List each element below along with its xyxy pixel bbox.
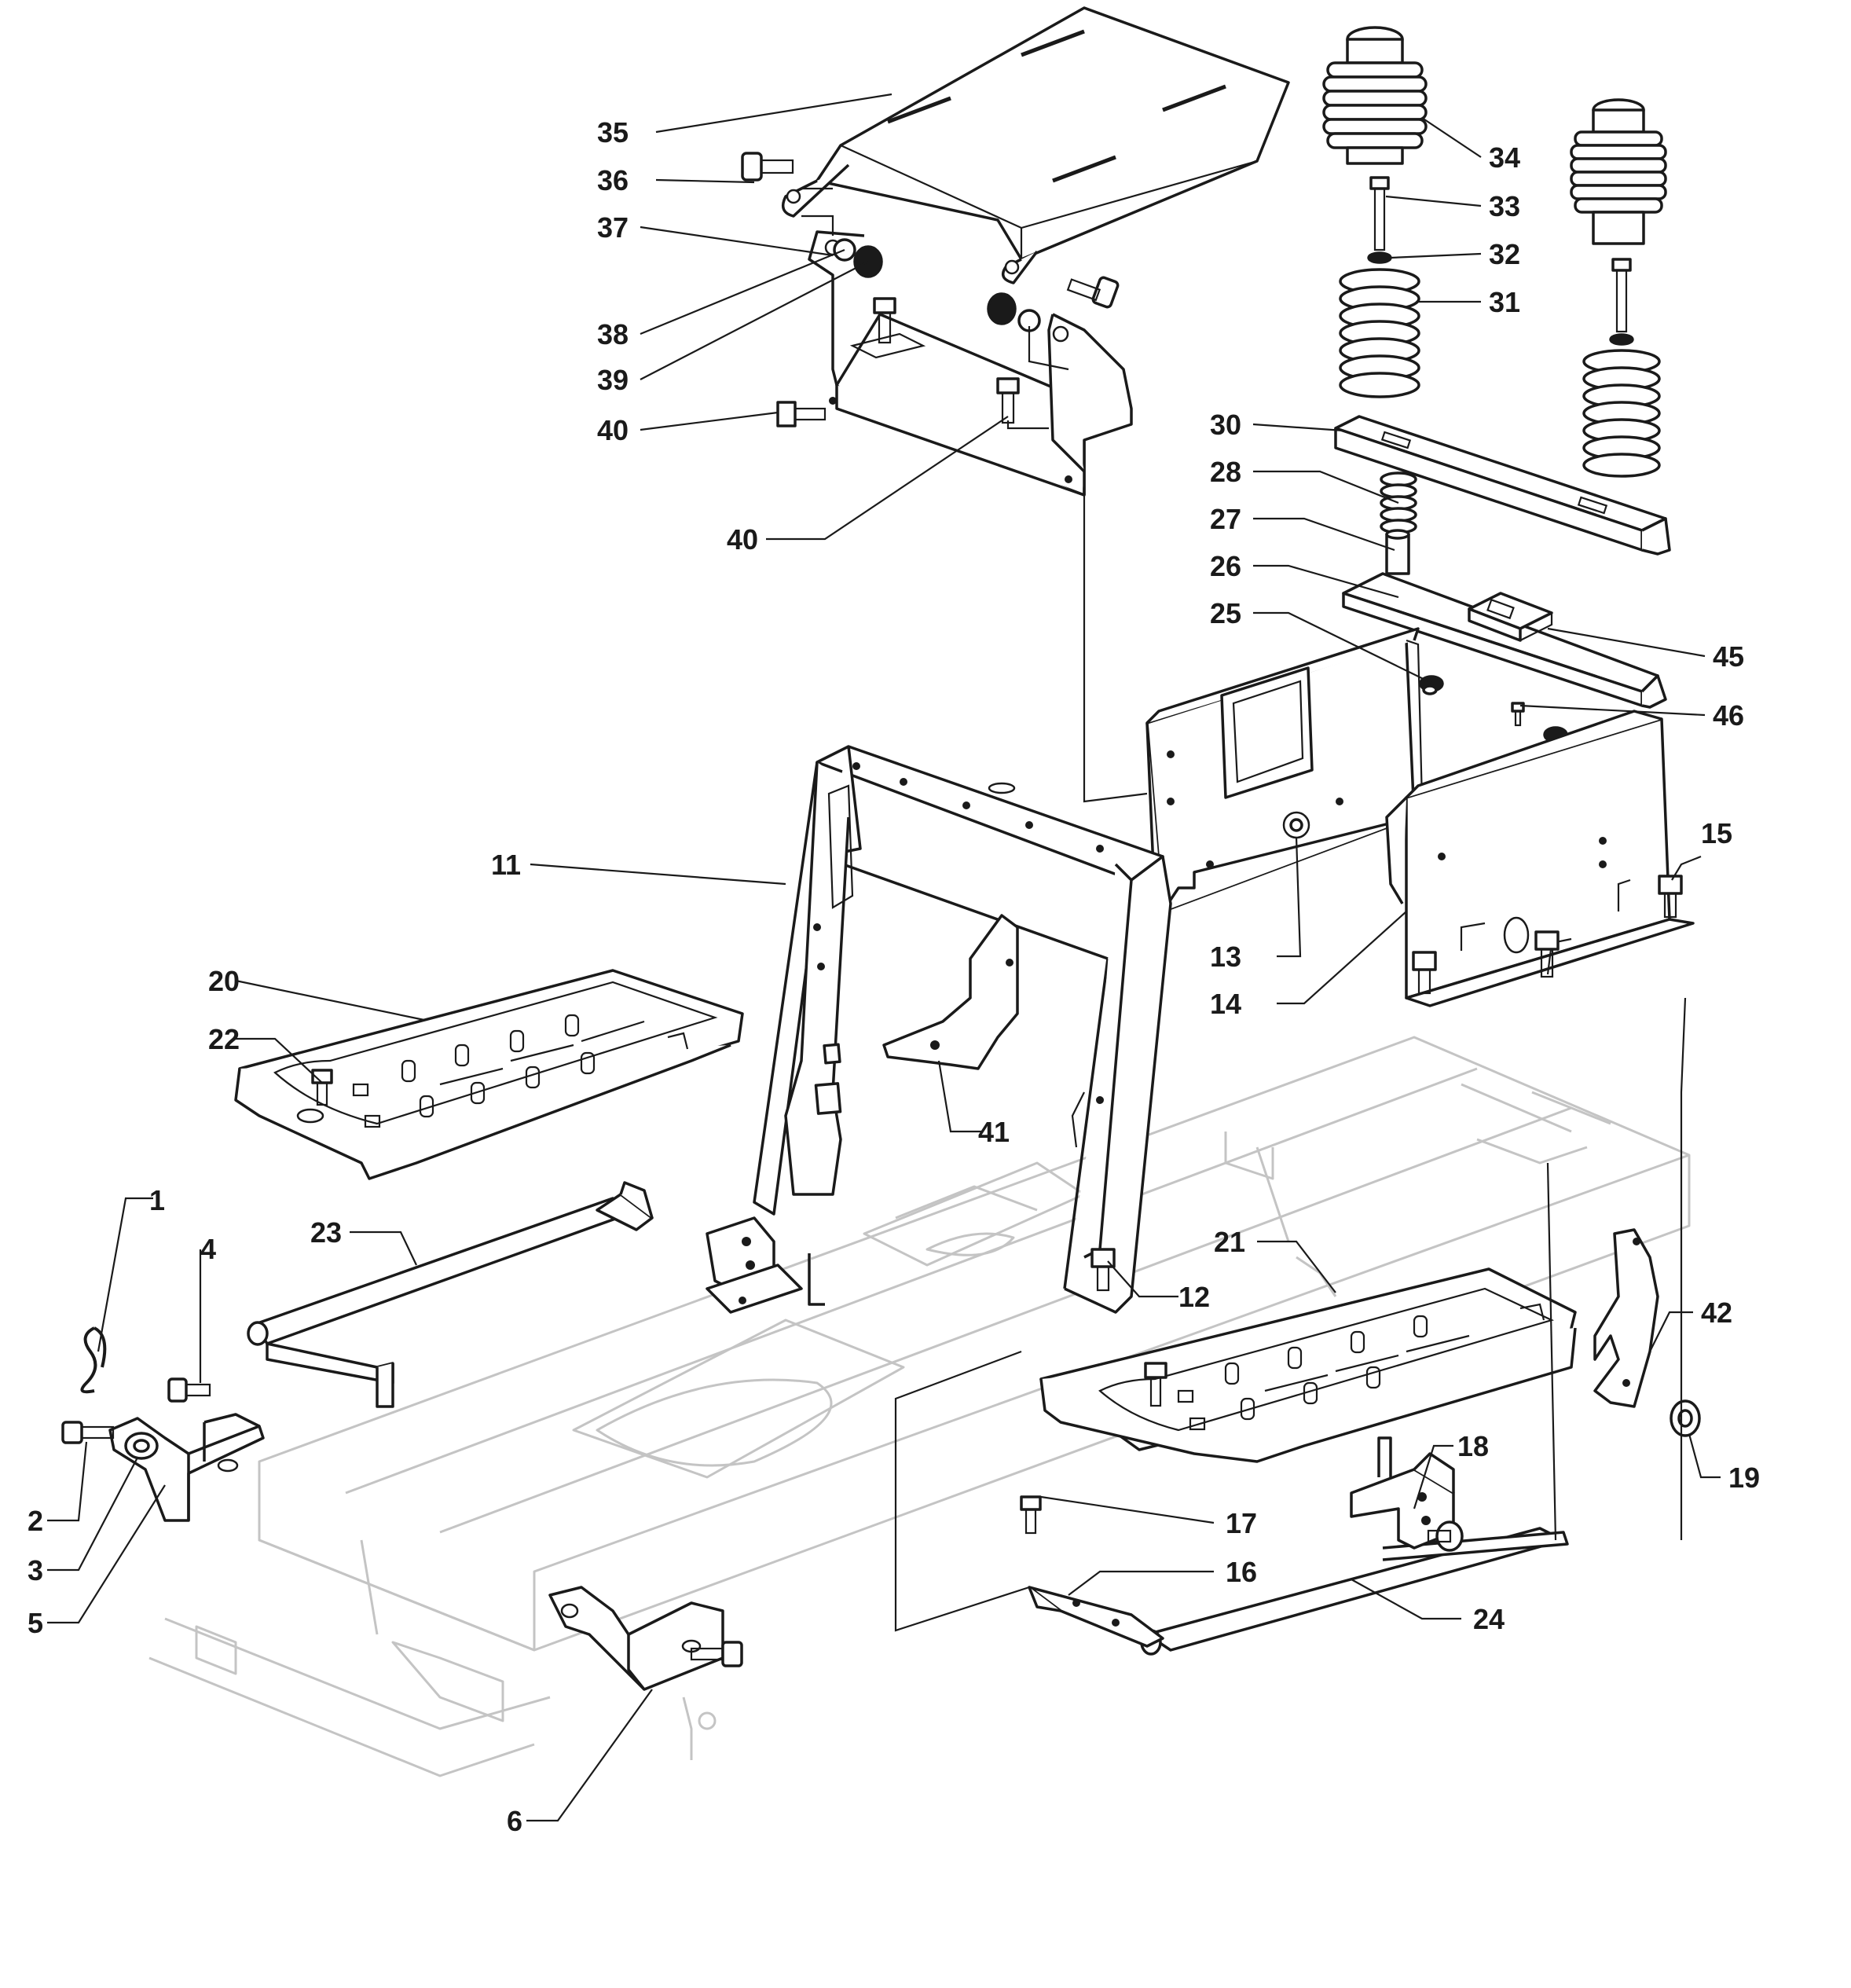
bolt-40-left — [776, 401, 827, 427]
callout-16: 16 — [1226, 1556, 1257, 1588]
seat-plate — [781, 6, 1290, 284]
nut-19 — [1670, 1399, 1701, 1437]
callout-6: 6 — [507, 1805, 522, 1837]
footrest-left — [234, 969, 744, 1180]
callout-36: 36 — [597, 164, 629, 196]
seat-switch — [1468, 592, 1553, 642]
callout-21: 21 — [1214, 1226, 1245, 1258]
bolt-18 — [1427, 1520, 1464, 1552]
washer-3 — [124, 1432, 159, 1460]
callout-22: 22 — [208, 1023, 240, 1055]
coil-spring-right — [1582, 349, 1661, 478]
bracket-6 — [548, 1586, 743, 1691]
callout-20: 20 — [208, 965, 240, 997]
callout-25: 25 — [1210, 597, 1241, 629]
side-bracket-left — [882, 914, 1019, 1070]
callout-40: 40 — [597, 414, 629, 446]
bolt-2 — [61, 1421, 115, 1444]
callout-28: 28 — [1210, 456, 1241, 488]
bellows-right — [1570, 98, 1667, 245]
callout-30: 30 — [1210, 409, 1241, 441]
callout-17: 17 — [1226, 1507, 1257, 1539]
callout-32: 32 — [1489, 238, 1520, 270]
hinge-bolt-right — [1066, 276, 1120, 309]
callout-4: 4 — [200, 1233, 216, 1265]
callout-2: 2 — [27, 1505, 43, 1537]
callout-27: 27 — [1210, 503, 1241, 535]
screw-17 — [1020, 1495, 1042, 1535]
bellows-left — [1322, 26, 1428, 165]
callout-42: 42 — [1701, 1297, 1732, 1329]
callout-labels: 1 2 3 4 5 6 11 12 13 14 15 16 17 18 19 2… — [27, 116, 1760, 1837]
callout-3: 3 — [27, 1554, 43, 1586]
callout-13: 13 — [1210, 941, 1241, 973]
coil-spring-left — [1339, 268, 1420, 398]
callout-39: 39 — [597, 364, 629, 396]
callout-23: 23 — [310, 1216, 342, 1249]
callout-11: 11 — [491, 849, 521, 881]
callout-33: 33 — [1489, 190, 1520, 222]
callout-15: 15 — [1701, 817, 1732, 849]
footrest-support-left — [247, 1181, 825, 1408]
footrest-screw-right — [1144, 1362, 1167, 1407]
guide-pin — [1385, 529, 1410, 575]
callout-46: 46 — [1713, 699, 1744, 732]
seat-hinge-bracket — [801, 187, 1133, 497]
callout-38: 38 — [597, 318, 629, 350]
callout-37: 37 — [597, 211, 629, 244]
callout-34: 34 — [1489, 141, 1520, 174]
bolt-4 — [167, 1377, 211, 1403]
side-bracket-right — [1593, 1228, 1659, 1408]
callout-24: 24 — [1473, 1603, 1505, 1635]
seat-frame — [753, 745, 1172, 1314]
callout-5: 5 — [27, 1607, 43, 1639]
bolt-40-top — [873, 297, 896, 344]
callout-1: 1 — [149, 1184, 165, 1216]
callout-41: 41 — [978, 1116, 1010, 1148]
footrest-support-right — [1028, 1436, 1569, 1656]
callout-26: 26 — [1210, 550, 1241, 582]
footrest-right — [1039, 1267, 1577, 1463]
seat-support-plate — [1385, 710, 1695, 1007]
callout-45: 45 — [1713, 640, 1744, 673]
clip-pin-1 — [80, 1326, 107, 1394]
callout-35: 35 — [597, 116, 629, 149]
callout-40b: 40 — [727, 523, 758, 556]
callout-12: 12 — [1178, 1281, 1210, 1313]
chassis-frame-ghost — [148, 1036, 1691, 1777]
spring-bolts — [1367, 176, 1634, 346]
callout-14: 14 — [1210, 988, 1241, 1020]
seat-support-box — [1145, 627, 1568, 913]
upper-slide-rail — [1334, 415, 1671, 556]
hinge-bolt-36 — [741, 152, 794, 182]
callout-31: 31 — [1489, 286, 1520, 318]
leader-lines — [47, 93, 1721, 1822]
callout-19: 19 — [1728, 1462, 1760, 1494]
callout-18: 18 — [1457, 1430, 1489, 1462]
support-bolts — [1412, 702, 1683, 995]
